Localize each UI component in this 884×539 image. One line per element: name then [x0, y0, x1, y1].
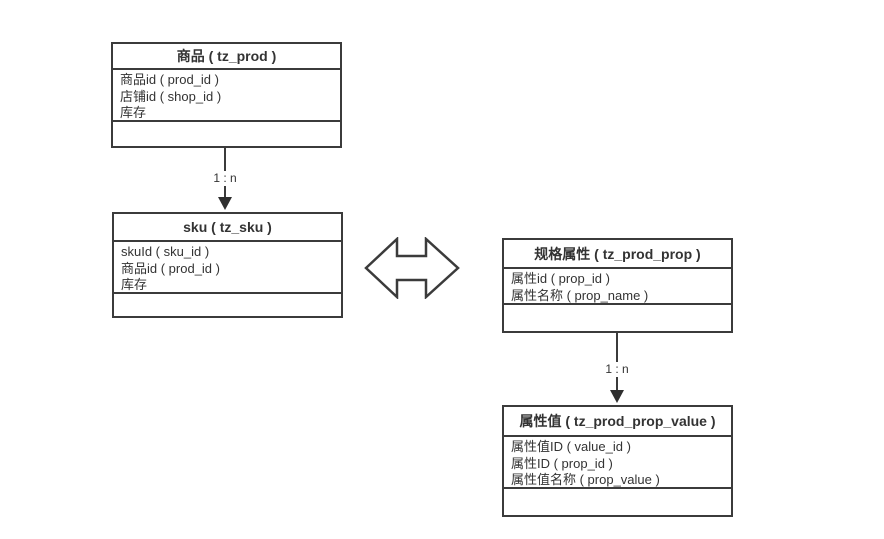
entity-footer-prod-prop-value: [504, 489, 731, 515]
entity-field: 商品id ( prod_id ): [121, 260, 220, 276]
entity-title-sku: sku ( tz_sku ): [114, 214, 341, 242]
entity-field: 属性值名称 ( prop_value ): [511, 472, 660, 487]
relation-label-prop-value: 1 : n: [595, 362, 639, 377]
arrowhead-down-icon: [218, 197, 232, 210]
entity-fields-sku: skuId ( sku_id ) 商品id ( prod_id ) 库存: [114, 242, 341, 294]
entity-table-prod-prop: 规格属性 ( tz_prod_prop ) 属性id ( prop_id ) 属…: [502, 238, 733, 333]
entity-field: 属性值ID ( value_id ): [511, 439, 631, 454]
entity-field: skuId ( sku_id ): [121, 244, 210, 259]
entity-field: 店铺id ( shop_id ): [120, 88, 222, 104]
entity-table-sku: sku ( tz_sku ) skuId ( sku_id ) 商品id ( p…: [112, 212, 343, 318]
entity-title-prod-prop-value: 属性值 ( tz_prod_prop_value ): [504, 407, 731, 437]
entity-title-prod-prop: 规格属性 ( tz_prod_prop ): [504, 240, 731, 269]
entity-field: 属性名称 ( prop_name ): [511, 287, 649, 303]
entity-footer-prod-prop: [504, 305, 731, 331]
entity-footer-sku: [114, 294, 341, 316]
entity-table-prod-prop-value: 属性值 ( tz_prod_prop_value ) 属性值ID ( value…: [502, 405, 733, 517]
entity-footer-prod: [113, 122, 340, 146]
entity-field: 库存: [121, 277, 148, 292]
entity-field: 属性ID ( prop_id ): [511, 455, 613, 471]
relation-line-prop-value: [616, 333, 618, 390]
entity-field: 属性id ( prop_id ): [511, 271, 610, 286]
relation-label-prod-sku: 1 : n: [203, 171, 247, 186]
entity-fields-prod: 商品id ( prod_id ) 店铺id ( shop_id ) 库存: [113, 70, 340, 122]
entity-fields-prod-prop-value: 属性值ID ( value_id ) 属性ID ( prop_id ) 属性值名…: [504, 437, 731, 489]
double-arrow-icon: [364, 237, 460, 299]
entity-table-prod: 商品 ( tz_prod ) 商品id ( prod_id ) 店铺id ( s…: [111, 42, 342, 148]
arrowhead-down-icon: [610, 390, 624, 403]
entity-field: 库存: [120, 105, 147, 120]
entity-field: 商品id ( prod_id ): [120, 72, 219, 87]
entity-title-prod: 商品 ( tz_prod ): [113, 44, 340, 70]
entity-fields-prod-prop: 属性id ( prop_id ) 属性名称 ( prop_name ): [504, 269, 731, 305]
